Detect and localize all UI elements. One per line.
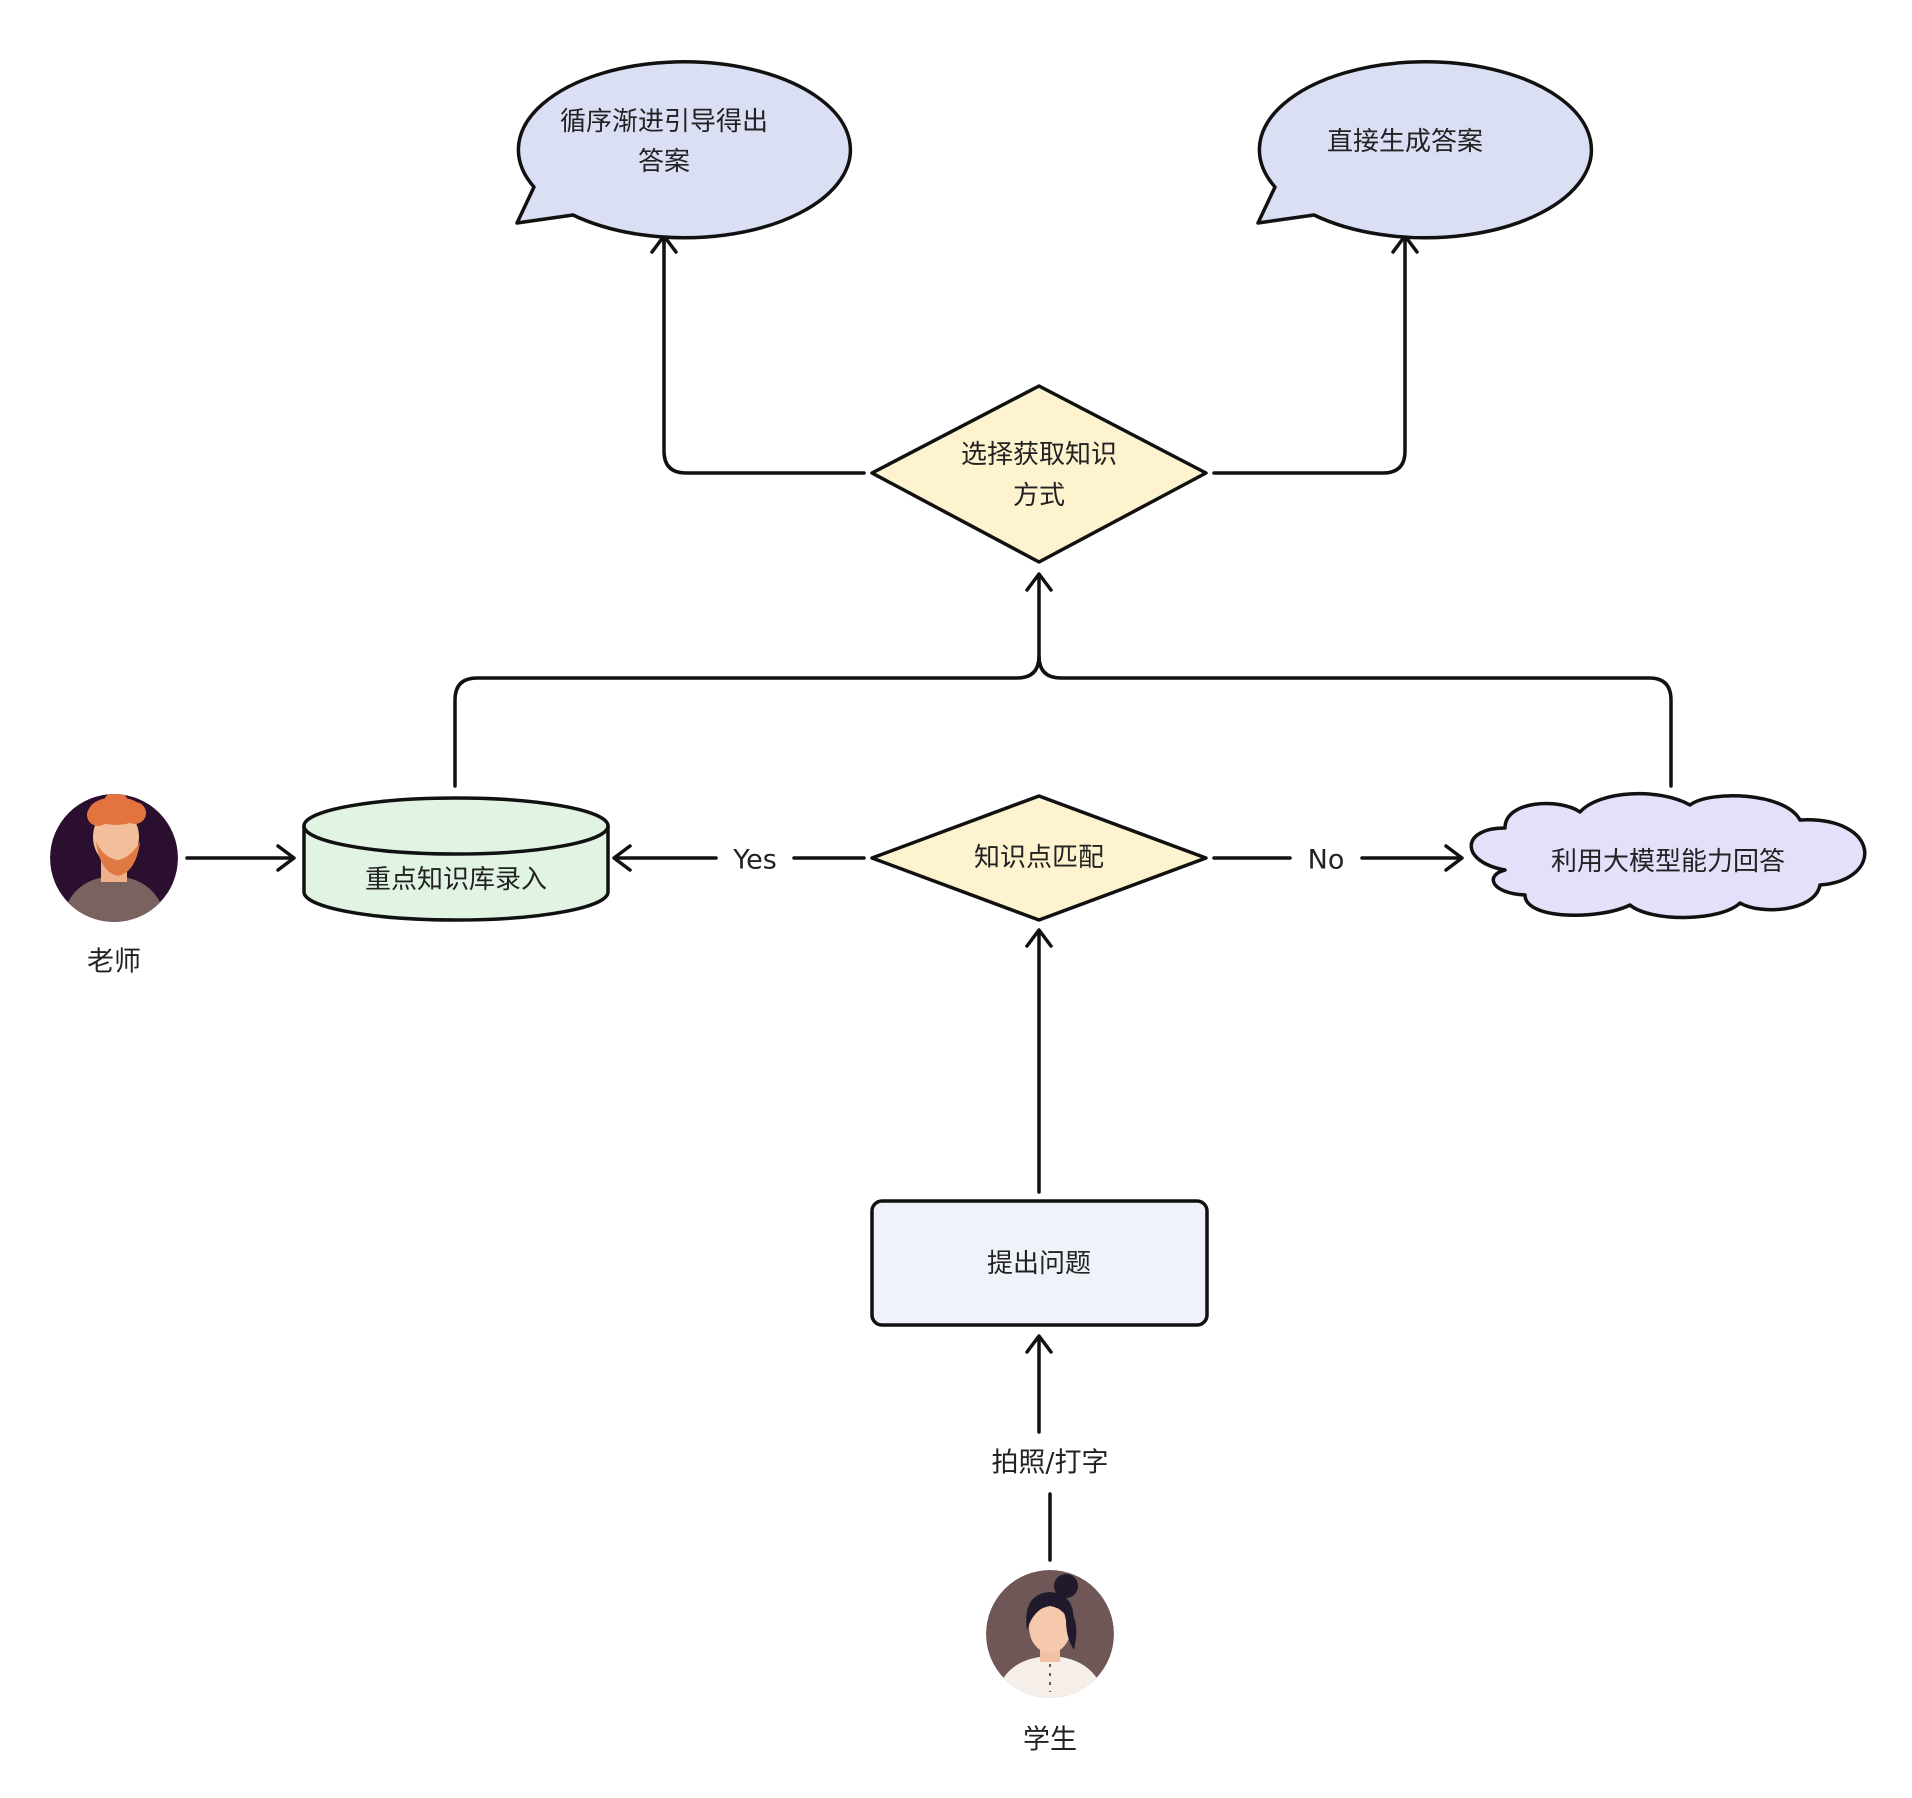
connectors (185, 234, 1673, 1562)
arrowhead-choose-method (1025, 572, 1053, 592)
teacher-avatar-icon (50, 794, 178, 922)
speech-bubble-shape (1256, 60, 1594, 240)
decision-diamond (870, 384, 1208, 564)
decision-diamond (870, 794, 1208, 922)
choose-method-decision: 选择获取知识 方式 (870, 384, 1208, 564)
guided-answer-line2: 答案 (638, 147, 690, 177)
arrowhead-knowledge-base-teacher (276, 844, 296, 872)
edge-choose-to-guided (662, 236, 866, 475)
llm-answer-label: 利用大模型能力回答 (1551, 847, 1785, 877)
knowledge-match-decision: 知识点匹配 (870, 794, 1208, 922)
choose-method-line2: 方式 (1013, 481, 1065, 511)
speech-bubble-shape (515, 60, 853, 240)
teacher-label: 老师 (87, 947, 141, 978)
ask-question-label: 提出问题 (987, 1249, 1091, 1279)
input-method-label: 拍照/打字 (991, 1448, 1108, 1479)
direct-answer-label: 直接生成答案 (1327, 127, 1483, 157)
no-label: No (1308, 845, 1345, 876)
arrowhead-ask-question (1025, 1334, 1053, 1354)
llm-answer-cloud: 利用大模型能力回答 (1469, 791, 1867, 920)
process-box (870, 1199, 1209, 1327)
arrowhead-knowledge-base-yes (612, 844, 632, 872)
arrowhead-llm-no (1444, 844, 1464, 872)
knowledge-base-database: 重点知识库录入 (302, 796, 610, 922)
cloud-shape (1469, 791, 1867, 920)
yes-label: Yes (732, 845, 777, 876)
choose-method-line1: 选择获取知识 (961, 440, 1117, 470)
student-label: 学生 (1023, 1725, 1077, 1756)
direct-answer-bubble: 直接生成答案 (1256, 60, 1594, 240)
guided-answer-line1: 循序渐进引导得出 (560, 107, 768, 137)
arrowhead-knowledge-match (1025, 928, 1053, 948)
ask-question-process: 提出问题 (870, 1199, 1209, 1327)
student-avatar-icon (986, 1570, 1114, 1698)
database-top-rim (302, 824, 610, 856)
edge-llm-to-choose (1037, 654, 1673, 788)
knowledge-match-label: 知识点匹配 (974, 843, 1104, 873)
edge-knowledge-base-to-choose (453, 574, 1041, 788)
edge-choose-to-direct (1212, 236, 1407, 475)
guided-answer-bubble: 循序渐进引导得出 答案 (515, 60, 853, 240)
database-body (302, 796, 610, 922)
knowledge-base-label: 重点知识库录入 (365, 865, 547, 895)
